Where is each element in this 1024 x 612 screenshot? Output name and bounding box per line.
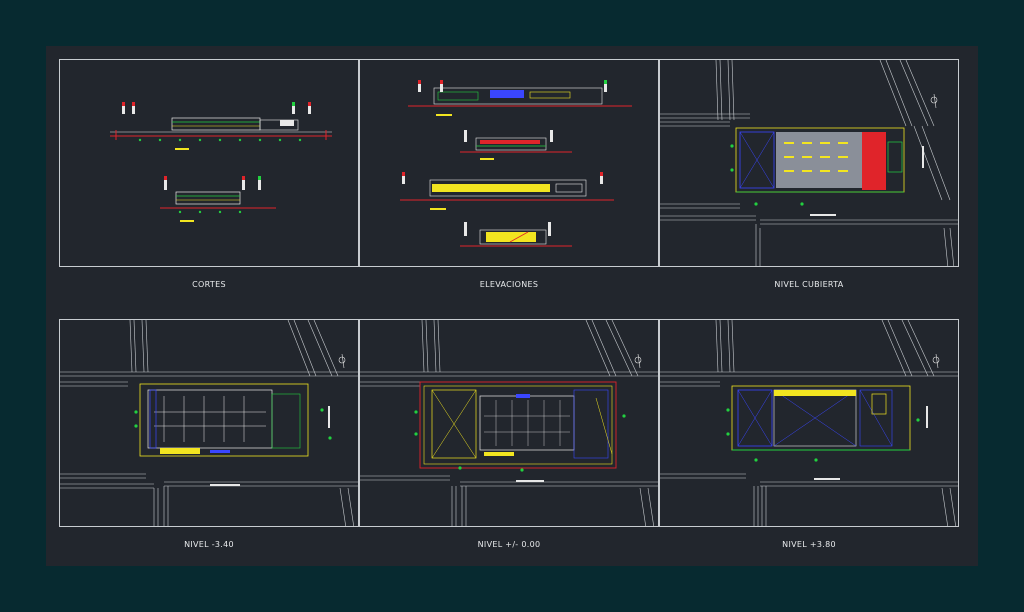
panel-nivel-cubierta[interactable] <box>659 59 959 267</box>
caption-nivel-cubierta: NIVEL CUBIERTA <box>774 280 844 289</box>
section-drawing-2 <box>160 176 276 222</box>
caption-nivel-000: NIVEL +/- 0.00 <box>477 540 541 549</box>
caption-elevaciones: ELEVACIONES <box>479 280 539 289</box>
panel-elevaciones[interactable] <box>359 59 659 267</box>
caption-nivel-380: NIVEL +3.80 <box>782 540 836 549</box>
panel-cortes[interactable] <box>59 59 359 267</box>
caption-cortes: CORTES <box>192 280 226 289</box>
panel-nivel-000[interactable] <box>359 319 659 527</box>
elevation-3 <box>400 172 614 210</box>
street-grid <box>660 60 958 266</box>
caption-nivel-menos-340: NIVEL -3.40 <box>184 540 234 549</box>
drawing-sheet: CORTES ELEVACIONES NIVEL CUBIERTA NIVEL … <box>46 46 978 566</box>
upper-floor-plan <box>726 353 940 480</box>
street-grid <box>660 320 958 526</box>
basement-plan <box>134 353 346 486</box>
street-grid <box>60 320 358 526</box>
elevation-4 <box>460 222 572 247</box>
ground-floor-plan <box>414 353 642 482</box>
panel-nivel-380[interactable] <box>659 319 959 527</box>
elevation-1 <box>408 80 632 116</box>
section-drawing-1 <box>110 102 332 150</box>
street-grid <box>360 320 658 526</box>
elevation-2 <box>460 130 572 160</box>
panel-nivel-menos-340[interactable] <box>59 319 359 527</box>
roof-plan <box>730 93 938 216</box>
